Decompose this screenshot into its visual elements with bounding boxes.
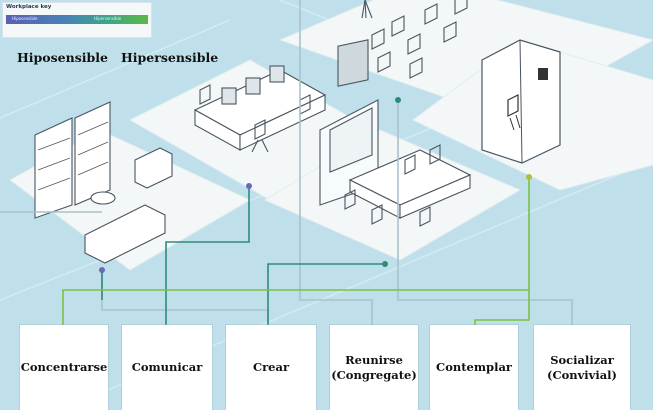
connector-dots xyxy=(99,97,532,273)
activity-card-reunirse: Reunirse (Congregate) xyxy=(330,325,418,410)
key-title: Workplace key xyxy=(6,4,52,10)
meeting-room xyxy=(319,39,472,227)
hyposensitive-label: Hiposensible xyxy=(17,50,108,65)
workplace-key: Workplace key Hiposensible Hipersensible xyxy=(2,2,152,38)
activity-card-contemplar: Contemplar xyxy=(430,325,518,410)
desk-cluster xyxy=(193,65,327,153)
activity-label: Socializar (Convivial) xyxy=(547,352,617,382)
activity-label: Reunirse (Congregate) xyxy=(331,352,417,382)
activity-label: Contemplar xyxy=(436,360,512,374)
hypersensitive-label: Hipersensible xyxy=(121,50,219,65)
activity-card-concentrarse: Concentrarse xyxy=(20,325,108,410)
activity-label: Concentrarse xyxy=(20,360,108,374)
lounge-area xyxy=(34,101,173,264)
activity-label: Crear xyxy=(252,360,290,374)
activity-card-crear: Crear xyxy=(226,325,316,410)
key-hyper-label: Hipersensible xyxy=(94,16,122,21)
top-chairs xyxy=(361,0,468,79)
key-hypo-label: Hiposensible xyxy=(12,16,38,21)
activity-label: Comunicar xyxy=(131,360,203,374)
key-gradient-bar: Hiposensible Hipersensible xyxy=(6,15,148,24)
connectors-green xyxy=(62,177,530,325)
activity-card-comunicar: Comunicar xyxy=(122,325,212,410)
phone-booth xyxy=(481,39,561,164)
connectors-teal xyxy=(101,186,385,325)
activity-card-socializar: Socializar (Convivial) xyxy=(534,325,630,410)
